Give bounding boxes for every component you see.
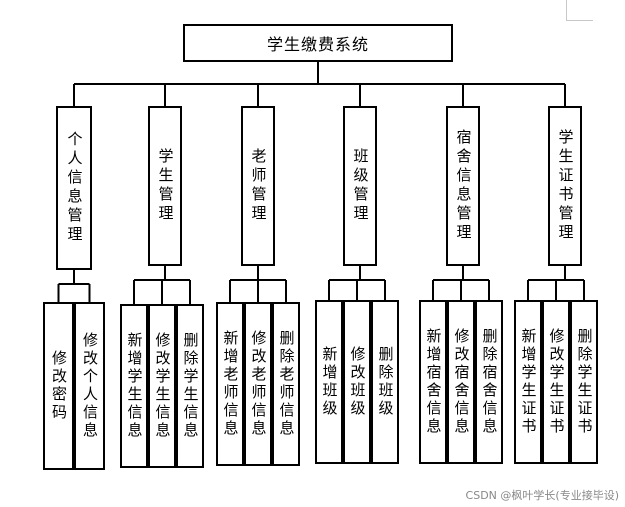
function-label: 新增学生信息: [125, 332, 144, 440]
module-label: 个人信息管理: [65, 131, 84, 245]
function-node: 新增学生证书: [514, 300, 542, 464]
function-node: 修改学生证书: [542, 300, 570, 464]
function-label: 删除学生信息: [181, 332, 200, 440]
function-label: 删除宿舍信息: [480, 328, 499, 436]
function-node: 修改个人信息: [74, 302, 105, 470]
function-label: 新增老师信息: [221, 330, 240, 438]
module-node: 学生管理: [148, 106, 182, 266]
module-label: 老师管理: [249, 148, 268, 224]
module-node: 老师管理: [241, 106, 275, 266]
watermark: CSDN @枫叶学长(专业接毕设): [465, 489, 619, 502]
function-label: 修改宿舍信息: [452, 328, 471, 436]
root-node: 学生缴费系统: [183, 24, 453, 62]
function-node: 修改学生信息: [148, 304, 176, 468]
module-node: 班级管理: [343, 106, 377, 266]
function-label: 修改老师信息: [249, 330, 268, 438]
function-node: 新增宿舍信息: [419, 300, 447, 464]
page-corner-mark: [566, 0, 593, 21]
function-node: 新增老师信息: [216, 302, 244, 466]
function-node: 删除班级: [371, 300, 399, 464]
function-node: 删除学生证书: [570, 300, 598, 464]
function-label: 新增班级: [320, 346, 339, 418]
module-node: 学生证书管理: [548, 106, 582, 266]
function-node: 删除老师信息: [272, 302, 300, 466]
function-node: 新增班级: [315, 300, 343, 464]
module-node: 个人信息管理: [56, 106, 92, 270]
function-node: 新增学生信息: [120, 304, 148, 468]
function-label: 删除学生证书: [575, 328, 594, 436]
module-label: 班级管理: [351, 148, 370, 224]
function-node: 修改密码: [43, 302, 74, 470]
module-label: 学生证书管理: [556, 129, 575, 243]
function-label: 修改个人信息: [81, 332, 99, 440]
function-node: 修改班级: [343, 300, 371, 464]
function-label: 删除老师信息: [277, 330, 296, 438]
function-label: 修改密码: [50, 350, 68, 422]
module-label: 学生管理: [156, 148, 175, 224]
module-label: 宿舍信息管理: [454, 129, 473, 243]
function-node: 修改老师信息: [244, 302, 272, 466]
function-node: 删除宿舍信息: [475, 300, 503, 464]
function-label: 修改学生证书: [547, 328, 566, 436]
function-node: 修改宿舍信息: [447, 300, 475, 464]
root-label: 学生缴费系统: [266, 35, 369, 54]
function-label: 修改学生信息: [153, 332, 172, 440]
function-label: 新增宿舍信息: [424, 328, 443, 436]
module-node: 宿舍信息管理: [446, 106, 480, 266]
function-label: 新增学生证书: [519, 328, 538, 436]
function-label: 修改班级: [348, 346, 367, 418]
function-node: 删除学生信息: [176, 304, 204, 468]
function-label: 删除班级: [376, 346, 395, 418]
